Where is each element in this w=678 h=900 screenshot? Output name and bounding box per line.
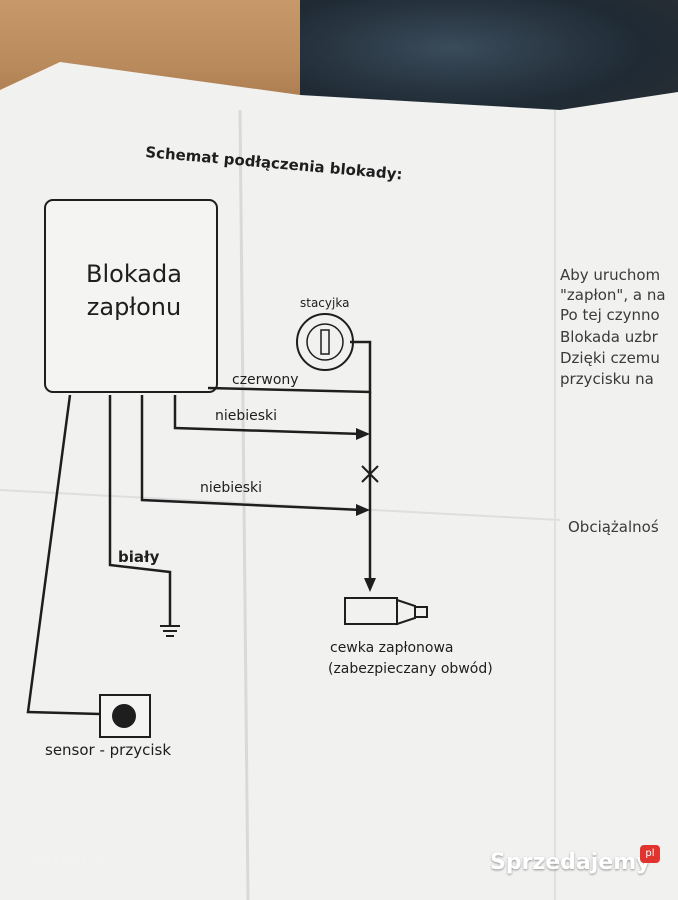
right-page-line-5: Dzięki czemu <box>560 349 660 367</box>
ignition-coil-tip <box>414 606 428 618</box>
paper-fold-horizontal <box>0 489 561 521</box>
sensor-button-dot <box>112 704 136 728</box>
blue-wire-upper-label: niebieski <box>215 408 277 424</box>
right-page-line-3: Po tej czynno <box>560 306 660 324</box>
blue-wire-lower-label: niebieski <box>200 480 262 496</box>
module-label-line1: Blokada <box>86 260 182 288</box>
paper-sheet <box>0 62 678 900</box>
right-page-line-2: "zapłon", a na <box>560 286 666 304</box>
cut-mark-b <box>361 465 379 483</box>
right-page-line-1: Aby uruchom <box>560 266 661 284</box>
site-watermark-badge: pl <box>640 845 660 863</box>
white-wire-label: biały <box>118 548 160 566</box>
coil-arrowhead <box>364 578 376 592</box>
module-label-line2: zapłonu <box>87 293 181 321</box>
ignition-key-slot <box>320 329 330 355</box>
blue-wire-upper <box>173 395 363 436</box>
red-wire-label: czerwony <box>232 372 299 388</box>
coil-label-line1: cewka zapłonowa <box>330 640 453 656</box>
white-wire <box>108 395 172 625</box>
camera-watermark: REDMI 12 <box>30 852 116 871</box>
right-page-line-6: przycisku na <box>560 370 654 388</box>
ignition-switch-label: stacyjka <box>300 296 349 310</box>
ignition-lock-module <box>44 199 218 393</box>
red-wire <box>207 340 372 394</box>
blue-wire-lower-arrowhead <box>356 504 370 516</box>
right-page-lower-text: Obciążalnoś <box>568 518 659 536</box>
right-page-line-4: Blokada uzbr <box>560 328 658 346</box>
coil-label-line2: (zabezpieczany obwód) <box>328 661 493 677</box>
blue-wire-upper-arrowhead <box>356 428 370 440</box>
ignition-switch-inner <box>306 323 344 361</box>
blue-wire-lower <box>140 395 363 512</box>
site-watermark: Sprzedajemy <box>490 850 651 875</box>
sensor-wire <box>26 394 101 716</box>
sensor-label: sensor - przycisk <box>45 741 171 759</box>
